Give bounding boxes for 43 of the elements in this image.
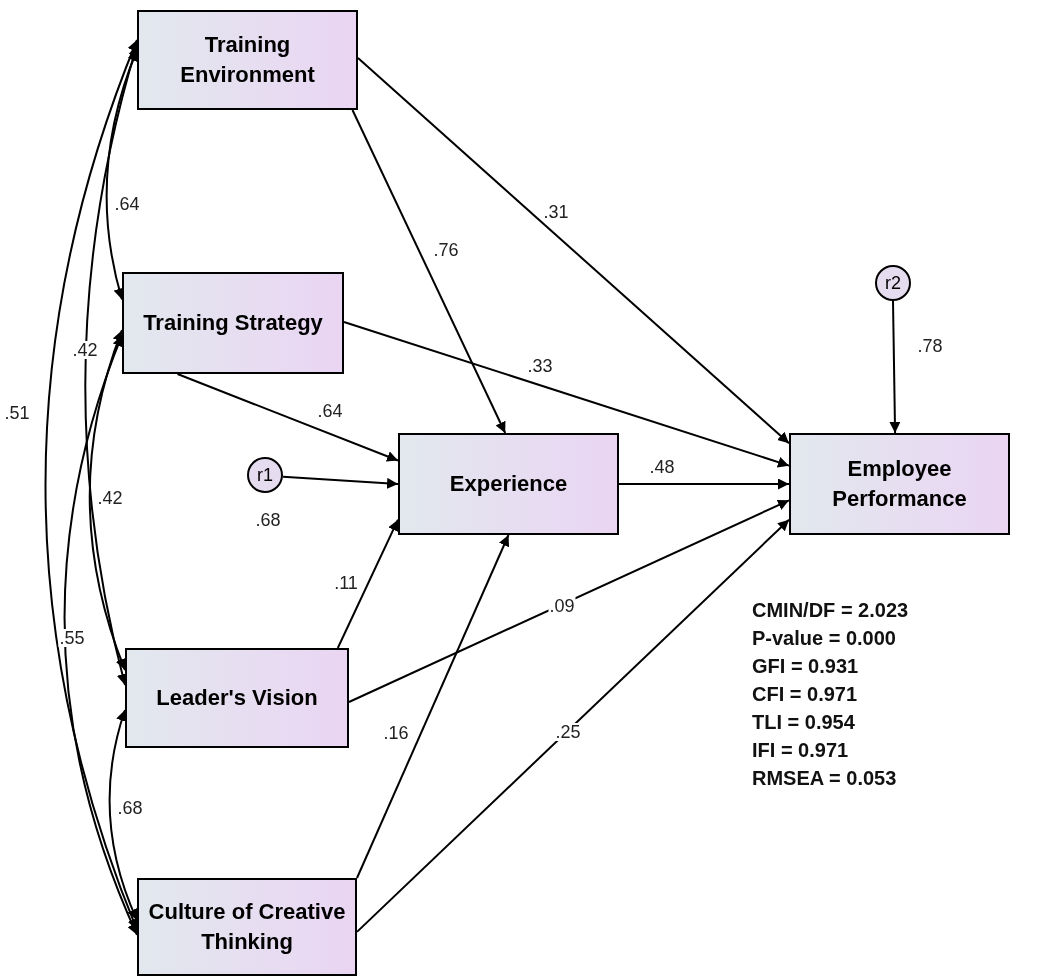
edge-label: .68	[254, 511, 282, 529]
edge-label: .33	[526, 357, 554, 375]
variable-box: Culture of Creative Thinking	[137, 878, 357, 976]
arrow	[356, 534, 510, 879]
edge-label: .76	[432, 241, 460, 259]
variable-box: Employee Performance	[789, 433, 1010, 535]
variable-box: Leader's Vision	[125, 648, 349, 748]
edge-label: .51	[3, 404, 31, 422]
arrow	[356, 518, 790, 933]
edge-label: .55	[58, 629, 86, 647]
edge-label: .11	[333, 574, 359, 592]
arrow	[351, 109, 507, 434]
arrow	[618, 478, 790, 490]
edge-label: .42	[96, 489, 124, 507]
arrow	[88, 329, 127, 671]
variable-box: Training Environment	[137, 10, 358, 110]
fit-index-text: GFI = 0.931	[752, 654, 860, 679]
edge-label: .42	[71, 341, 99, 359]
edge-label: .16	[382, 724, 410, 742]
arrow	[176, 373, 399, 462]
edge-label: .68	[116, 799, 144, 817]
arrow	[108, 709, 138, 922]
variable-box: Experience	[398, 433, 619, 535]
fit-index-text: CMIN/DF = 2.023	[752, 598, 909, 623]
arrow	[336, 518, 399, 649]
variable-box: Training Strategy	[122, 272, 344, 374]
fit-index-text: CFI = 0.971	[752, 682, 859, 707]
arrow	[348, 499, 790, 703]
fit-index-text: P-value = 0.000	[752, 626, 897, 651]
arrow	[343, 321, 790, 468]
edge-label: .25	[554, 723, 582, 741]
edge-label: .31	[542, 203, 570, 221]
edge-label: .64	[113, 195, 141, 213]
arrow	[889, 300, 901, 434]
edge-label: .48	[648, 458, 676, 476]
fit-index-text: TLI = 0.954	[752, 710, 856, 735]
edge-label: .09	[548, 597, 576, 615]
fit-index-text: IFI = 0.971	[752, 738, 850, 763]
edge-label: .64	[316, 402, 344, 420]
arrow	[282, 475, 399, 489]
edge-label: .78	[916, 337, 944, 355]
fit-index-text: RMSEA = 0.053	[752, 766, 898, 791]
arrow	[357, 57, 790, 445]
